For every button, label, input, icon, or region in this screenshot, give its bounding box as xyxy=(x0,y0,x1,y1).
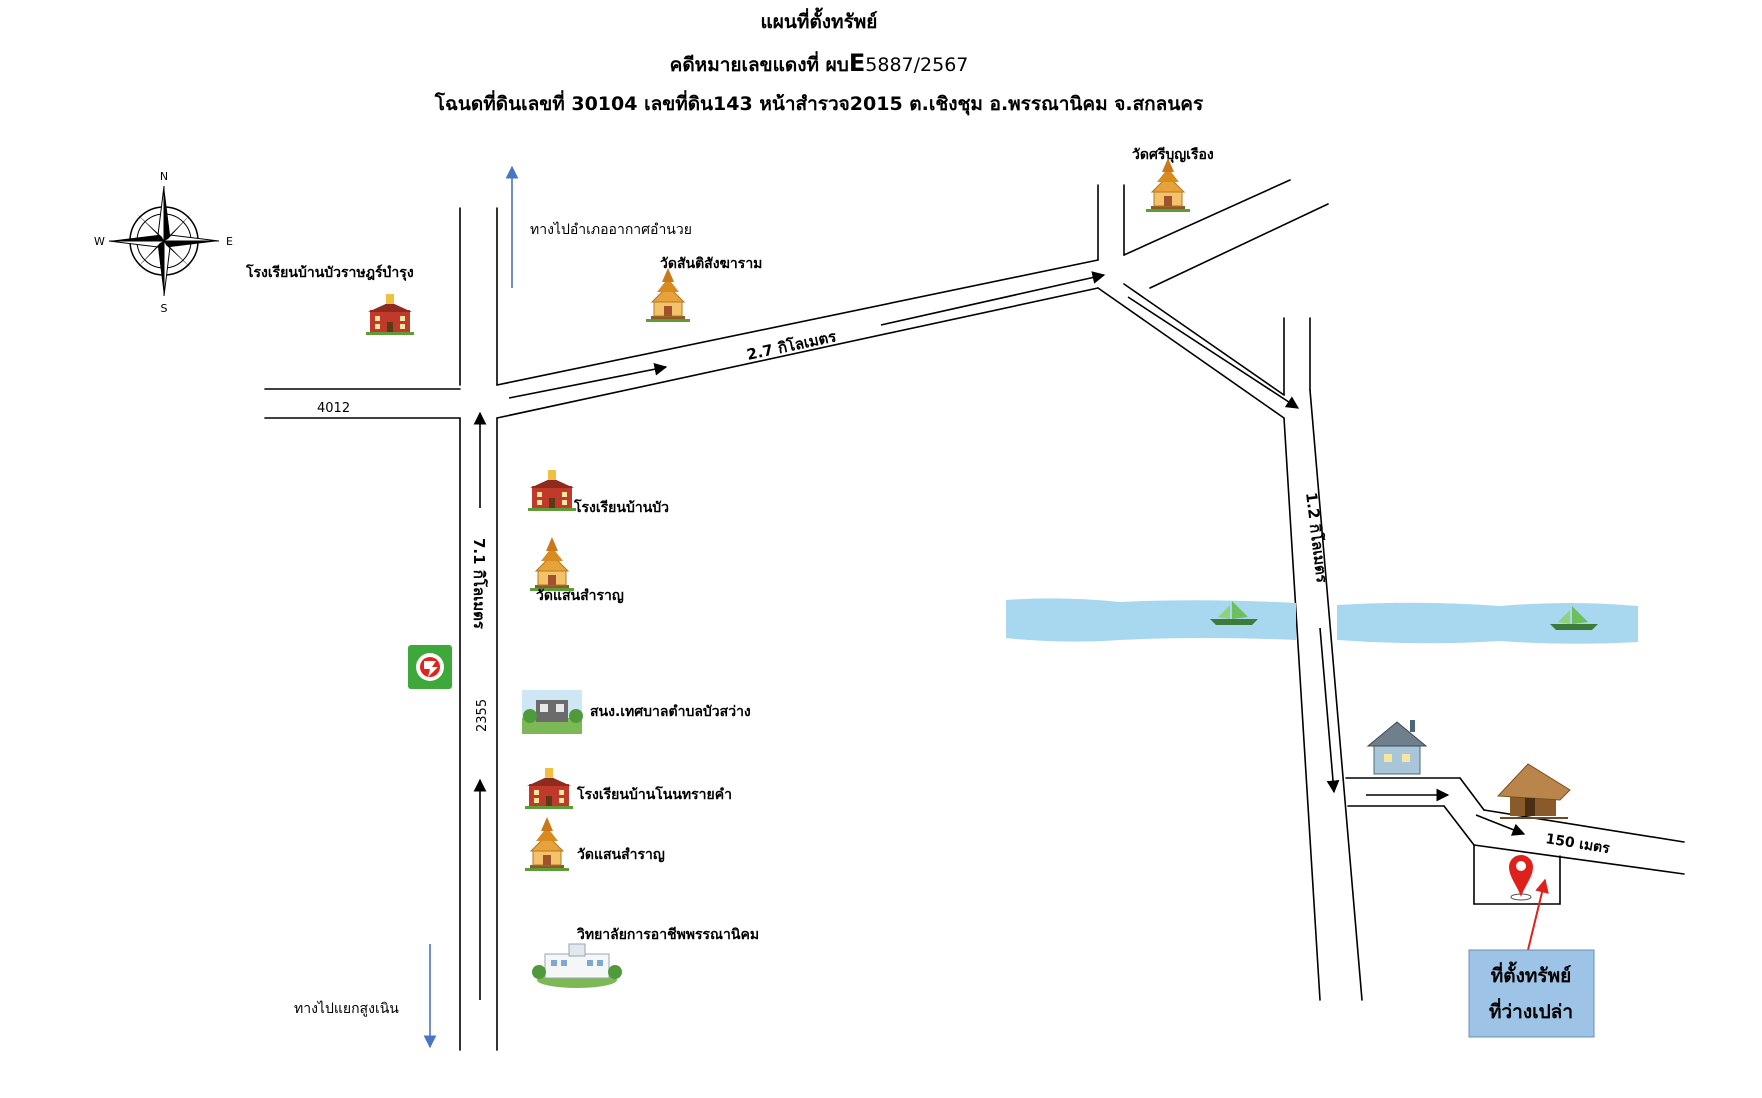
compass-e: E xyxy=(226,235,233,248)
place-nursery: สนง.เทศบาลตำบลบัวสว่าง xyxy=(590,704,751,720)
temple-icon xyxy=(529,536,575,592)
place-wat-saen-1: วัดแสนสำราญ xyxy=(536,588,624,604)
compass-n: N xyxy=(160,170,168,183)
temple-icon xyxy=(1145,157,1191,213)
direction-to-sung-noen: ทางไปแยกสูงเนิน xyxy=(294,1000,399,1017)
place-wat-santi: วัดสันติสังฆาราม xyxy=(660,256,762,272)
road-network xyxy=(264,179,1685,1051)
place-school-bua: โรงเรียนบ้านบัว xyxy=(573,498,669,516)
property-label-box: ที่ตั้งทรัพย์ ที่ว่างเปล่า xyxy=(1468,949,1595,1038)
place-school-nonsai: โรงเรียนบ้านโนนทรายคำ xyxy=(576,785,732,803)
distance-150-m: 150 เมตร xyxy=(1544,831,1611,857)
school-icon xyxy=(525,768,573,809)
river xyxy=(1006,598,1638,644)
school-icon xyxy=(366,294,414,335)
property-label-line1: ที่ตั้งทรัพย์ xyxy=(1491,961,1572,987)
direction-arrows xyxy=(423,165,1549,1049)
location-pin-icon xyxy=(1509,855,1533,901)
temple-icon xyxy=(645,267,691,323)
road-4012-label: 4012 xyxy=(317,401,350,416)
place-school-bua-rat: โรงเรียนบ้านบัวราษฎร์บำรุง xyxy=(245,263,414,281)
compass-s: S xyxy=(161,302,168,315)
distance-7-1-km: 7.1 กิโลเมตร xyxy=(470,538,489,630)
case-number: คดีหมายเลขแดงที่ ผบE5887/2567 xyxy=(670,49,969,77)
road-2355-label: 2355 xyxy=(475,699,490,732)
college-building-icon xyxy=(532,943,622,988)
arrow-down-icon xyxy=(1319,627,1340,794)
house-icon xyxy=(1366,720,1428,775)
property-pointer-arrow-icon xyxy=(1527,878,1549,951)
nursery-building-icon xyxy=(522,690,583,734)
property-label-line2: ที่ว่างเปล่า xyxy=(1489,998,1573,1023)
compass-w: W xyxy=(94,235,105,248)
school-icon xyxy=(528,470,576,511)
place-wat-siboon: วัดศรีบุญเรือง xyxy=(1132,147,1214,163)
arrow-right-icon xyxy=(508,362,668,399)
gas-station-icon xyxy=(408,645,452,689)
map-title: แผนที่ตั้งทรัพย์ xyxy=(761,7,878,33)
arrow-right-icon xyxy=(1475,814,1526,836)
hut-icon xyxy=(1496,763,1571,819)
place-wat-saen-2: วัดแสนสำราญ xyxy=(577,847,665,863)
arrow-right-icon xyxy=(880,271,1106,326)
temple-icon xyxy=(524,816,570,872)
distance-2-7-km: 2.7 กิโลเมตร xyxy=(745,326,839,364)
direction-to-akat: ทางไปอำเภออากาศอำนวย xyxy=(530,221,692,238)
compass-rose-icon: N S E W xyxy=(94,170,233,315)
place-college: วิทยาลัยการอาชีพพรรณานิคม xyxy=(576,927,759,943)
distance-1-2-km: 1.2 กิโลเมตร xyxy=(1302,491,1332,585)
deed-details: โฉนดที่ดินเลขที่ 30104 เลขที่ดิน143 หน้า… xyxy=(434,90,1204,116)
arrow-down-icon xyxy=(1127,296,1300,409)
